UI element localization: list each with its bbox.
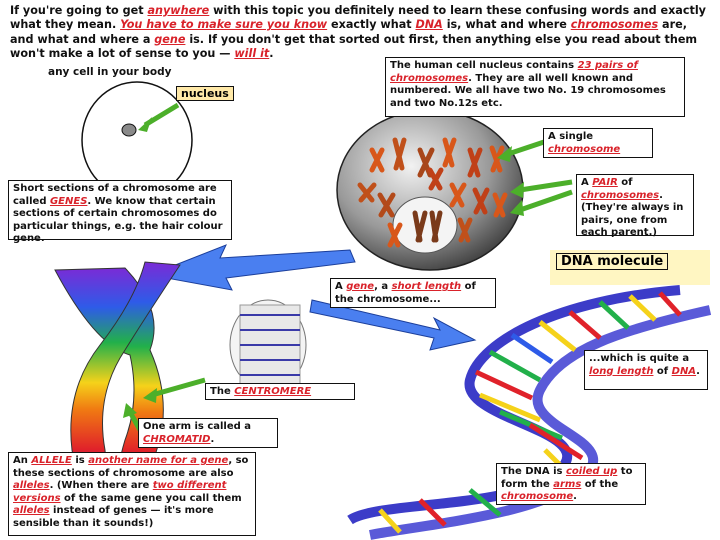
- single-chromosome-box: A single chromosome: [543, 128, 653, 158]
- box-text: ...which is quite a: [589, 353, 689, 364]
- chromosome-pair-highlight: [393, 197, 457, 253]
- box-text: .: [211, 434, 215, 445]
- box-text: A single: [548, 131, 593, 142]
- box-text: of the: [581, 479, 618, 490]
- box-text: An: [13, 455, 31, 466]
- box-text: One arm is called a: [143, 421, 251, 432]
- box-highlight: chromosome: [501, 491, 573, 502]
- box-highlight: GENES: [50, 196, 87, 207]
- box-text: , a: [374, 281, 392, 292]
- box-text: of: [653, 366, 671, 377]
- centromere-box: The CENTROMERE: [205, 383, 355, 400]
- box-highlight: PAIR: [592, 177, 618, 188]
- box-highlight: CENTROMERE: [234, 386, 311, 397]
- box-highlight: chromosome: [548, 144, 620, 155]
- genes-info-box: Short sections of a chromosome are calle…: [8, 180, 232, 240]
- long-length-box: ...which is quite a long length of DNA.: [584, 350, 708, 390]
- nucleus-info-box: The human cell nucleus contains 23 pairs…: [385, 57, 685, 117]
- arrow-blue-to-chromosome: [150, 245, 355, 290]
- box-text: .: [573, 491, 577, 502]
- pair-chromosomes-box: A PAIR of chromosomes. (They're always i…: [576, 174, 694, 236]
- box-text: . (When there are: [50, 480, 153, 491]
- box-text: is: [72, 455, 88, 466]
- coiled-dna-box: The DNA is coiled up to form the arms of…: [496, 463, 646, 505]
- arrow-pair-1: [520, 182, 572, 190]
- box-highlight: ALLELE: [31, 455, 72, 466]
- box-highlight: CHROMATID: [143, 434, 211, 445]
- dna-molecule-tag: DNA molecule: [556, 253, 668, 270]
- nucleus-tag: nucleus: [176, 86, 234, 101]
- box-highlight: gene: [346, 281, 374, 292]
- box-highlight: another name for a gene: [88, 455, 228, 466]
- box-text: of the same gene you call them: [61, 493, 242, 504]
- box-text: The: [210, 386, 234, 397]
- box-text: The DNA is: [501, 466, 566, 477]
- box-text: A: [335, 281, 346, 292]
- box-text: A: [581, 177, 592, 188]
- any-cell-label: any cell in your body: [48, 66, 171, 78]
- box-highlight: arms: [553, 479, 581, 490]
- gene-info-box: A gene, a short length of the chromosome…: [330, 278, 496, 308]
- chromatid-box: One arm is called a CHROMATID.: [138, 418, 278, 448]
- cell-nucleus: [122, 124, 136, 136]
- box-text: The human cell nucleus contains: [390, 60, 578, 71]
- box-highlight: DNA: [672, 366, 696, 377]
- box-highlight: short length: [392, 281, 462, 292]
- box-text: of: [618, 177, 633, 188]
- allele-info-box: An ALLELE is another name for a gene, so…: [8, 452, 256, 536]
- box-text: .: [696, 366, 700, 377]
- arrow-pair-2: [520, 192, 572, 210]
- box-highlight: alleles: [13, 480, 50, 491]
- box-highlight: alleles: [13, 505, 50, 516]
- box-highlight: coiled up: [566, 466, 617, 477]
- box-highlight: long length: [589, 366, 653, 377]
- box-highlight: chromosomes: [581, 190, 659, 201]
- coiled-dna-segment: [230, 300, 306, 390]
